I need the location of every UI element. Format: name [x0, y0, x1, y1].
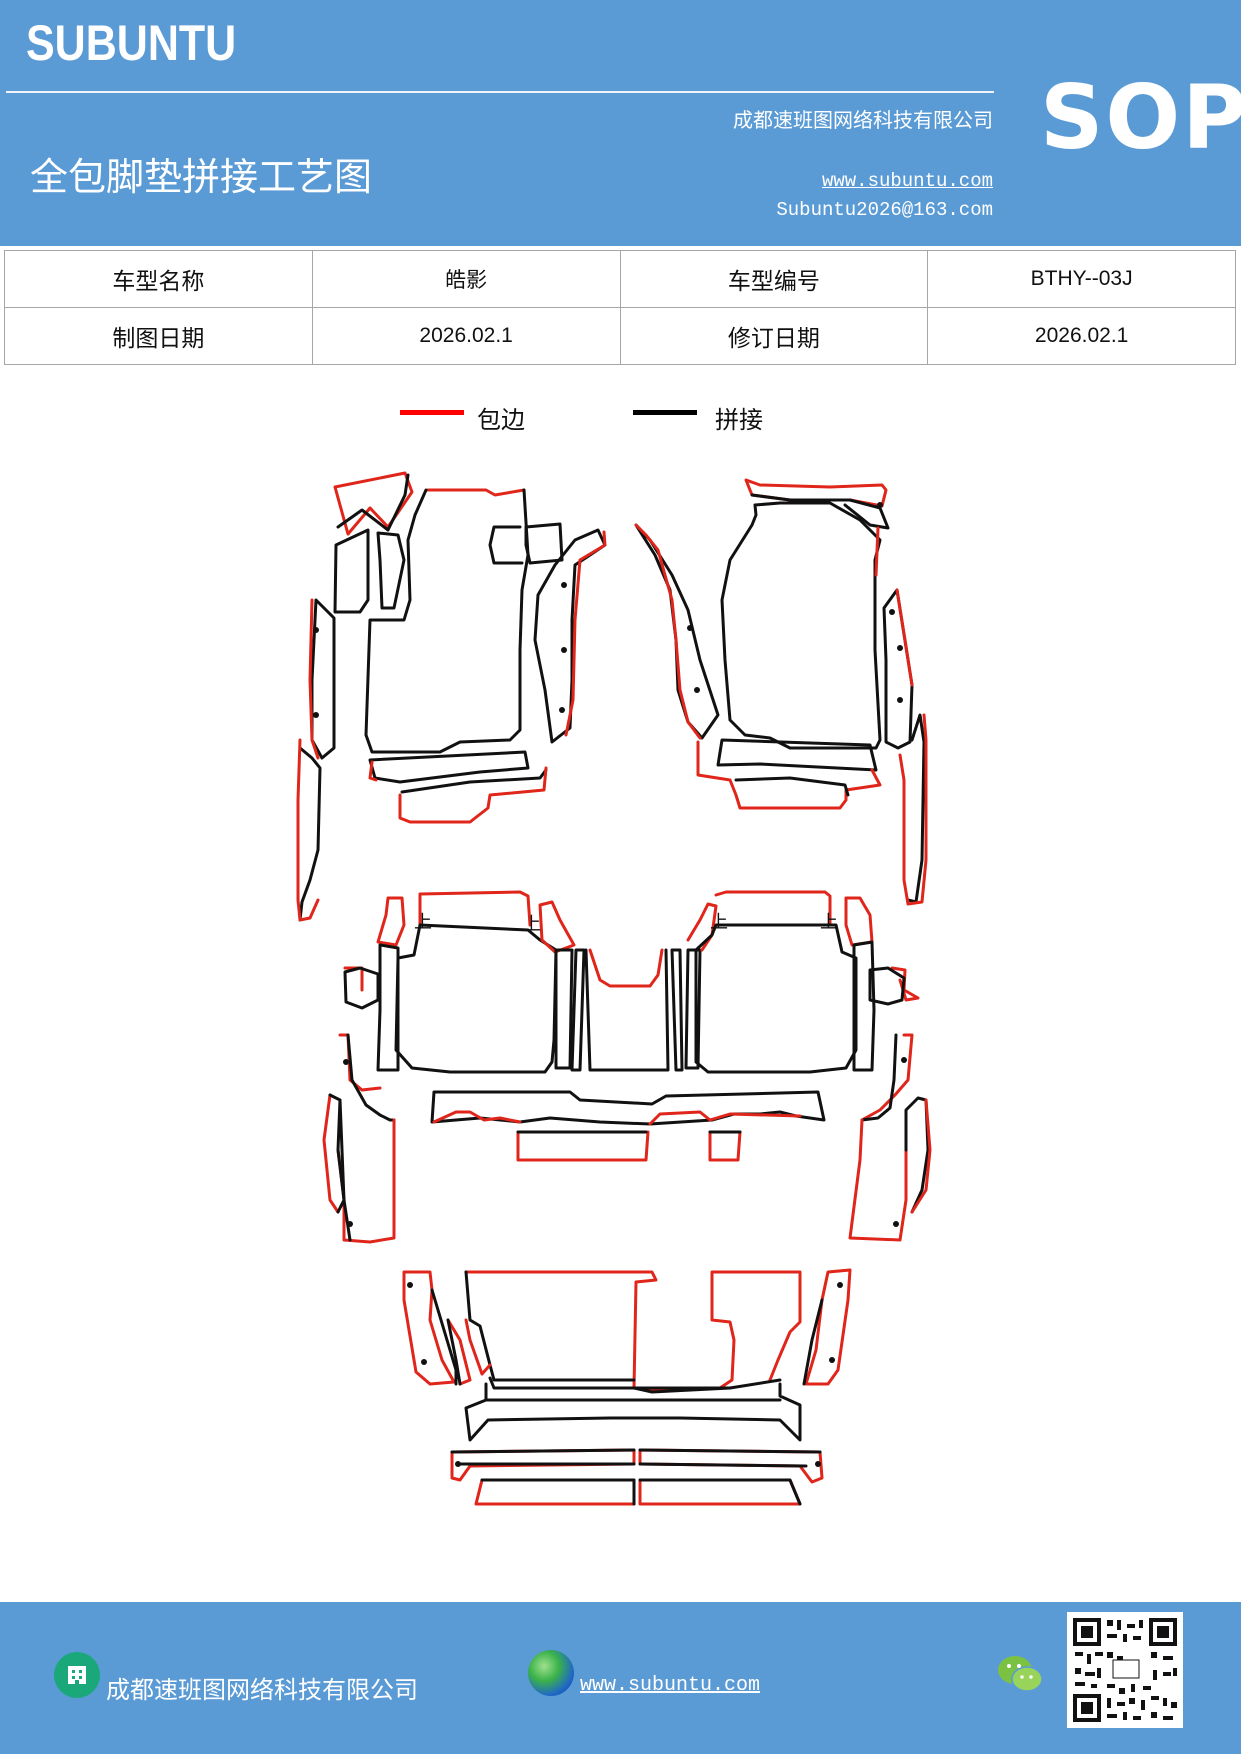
rear-mat-group — [402, 1268, 852, 1506]
draw-date-label: 制图日期 — [4, 307, 313, 365]
floor-mat-diagram: 上 上 上 上 — [296, 471, 932, 1506]
building-icon — [54, 1652, 100, 1698]
document-title: 全包脚垫拼接工艺图 — [30, 155, 373, 199]
header-banner: SUBUNTU 成都速班图网络科技有限公司 全包脚垫拼接工艺图 www.subu… — [0, 0, 1241, 246]
header-divider — [6, 91, 994, 93]
table-row: 制图日期 2026.02.1 修订日期 2026.02.1 — [4, 307, 1236, 365]
qr-code[interactable] — [1067, 1612, 1183, 1728]
model-code-label: 车型编号 — [619, 250, 929, 308]
edge-swatch — [400, 410, 464, 415]
seam-swatch — [633, 410, 697, 415]
legend-item-seam: 拼接 — [633, 400, 833, 440]
up-mark: 上 — [820, 912, 838, 933]
up-mark: 上 — [523, 914, 541, 935]
up-mark: 上 — [414, 912, 432, 933]
vehicle-info-table: 车型名称 皓影 车型编号 BTHY--03J 制图日期 2026.02.1 修订… — [4, 250, 1236, 365]
globe-icon — [528, 1650, 574, 1696]
legend-item-edge: 包边 — [400, 400, 600, 440]
front-right-mat-group — [634, 478, 928, 906]
header-website-link[interactable]: www.subuntu.com — [821, 170, 993, 192]
footer-company: 成都速班图网络科技有限公司 — [106, 1676, 418, 1704]
model-code-value: BTHY--03J — [927, 250, 1236, 308]
model-name-value: 皓影 — [311, 250, 621, 308]
table-row: 车型名称 皓影 车型编号 BTHY--03J — [4, 250, 1236, 308]
revise-date-label: 修订日期 — [619, 307, 929, 365]
model-name-label: 车型名称 — [4, 250, 313, 308]
header-company: 成都速班图网络科技有限公司 — [733, 108, 993, 132]
up-mark: 上 — [710, 912, 728, 933]
draw-date-value: 2026.02.1 — [311, 307, 621, 365]
header-email[interactable]: Subuntu2026@163.com — [776, 199, 993, 221]
legend-label-edge: 包边 — [477, 406, 525, 434]
wechat-icon[interactable] — [996, 1652, 1044, 1696]
legend-label-seam: 拼接 — [715, 406, 763, 434]
brand-logo: SUBUNTU — [26, 15, 237, 71]
revise-date-value: 2026.02.1 — [927, 307, 1236, 365]
fastener-dots — [313, 502, 907, 1467]
middle-mat-group — [322, 890, 932, 1244]
footer-website-link[interactable]: www.subuntu.com — [580, 1674, 761, 1697]
sop-badge: SOP — [1040, 66, 1241, 169]
front-left-mat-group — [296, 471, 607, 922]
